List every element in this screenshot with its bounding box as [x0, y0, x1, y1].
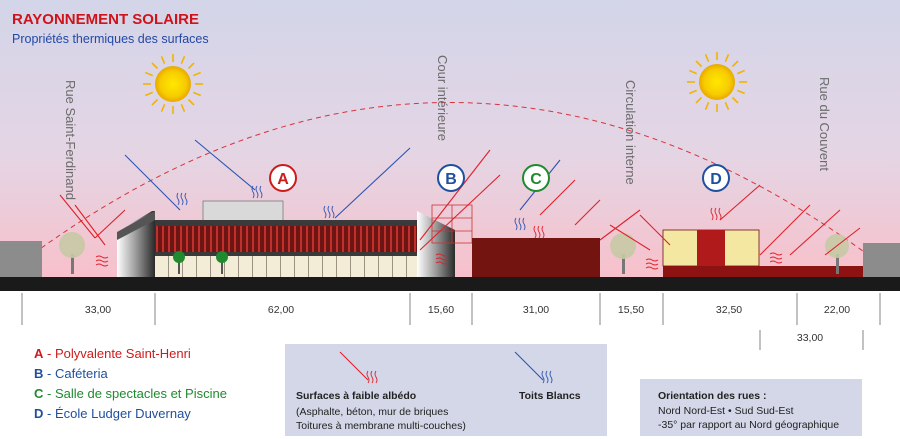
blue-ray-icon	[514, 351, 544, 381]
dimension-label: 22,00	[824, 304, 850, 316]
orientation-title: Orientation des rues :	[658, 390, 767, 402]
legend-sep: -	[43, 406, 55, 421]
svg-text:A - Polyvalente Saint-Henri: A - Polyvalente Saint-Henri	[34, 346, 191, 361]
svg-text:B - Caféteria: B - Caféteria	[34, 366, 108, 381]
diagram-subtitle: Propriétés thermiques des surfaces	[12, 32, 209, 46]
street-label-rue-du-couvent: Rue du Couvent	[817, 77, 832, 171]
neighbor-building-right	[863, 243, 900, 279]
legend-sep: -	[43, 366, 55, 381]
building-d	[662, 229, 863, 278]
legend-letter-d: D	[34, 406, 43, 421]
legend-letter-b: B	[34, 366, 43, 381]
orientation-line-2: -35° par rapport au Nord géographique	[658, 419, 839, 431]
legend-letter-c: C	[34, 386, 44, 401]
tree-icon	[173, 251, 185, 274]
white-roof-rays	[124, 139, 561, 219]
svg-text:D - École Ludger Duvernay: D - École Ludger Duvernay	[34, 406, 191, 421]
marker-c-letter: C	[530, 171, 542, 188]
building-a	[117, 200, 417, 277]
marker-b-letter: B	[445, 171, 457, 188]
dimension-label: 32,50	[716, 304, 742, 316]
building-b	[417, 204, 473, 277]
orientation-legend: Orientation des rues : Nord Nord-Est • S…	[640, 379, 862, 436]
ground-strip	[0, 277, 900, 291]
legend-name-a: Polyvalente Saint-Henri	[55, 346, 191, 361]
svg-text:C - Salle de spectacles et Pis: C - Salle de spectacles et Piscine	[34, 386, 227, 401]
tree-icon	[59, 232, 85, 274]
dimension-label: 31,00	[523, 304, 549, 316]
marker-c: C	[522, 164, 550, 192]
diagram-title: RAYONNEMENT SOLAIRE	[12, 11, 199, 28]
low-albedo-desc-1: (Asphalte, béton, mur de briques	[296, 406, 448, 418]
legend-name-b: Caféteria	[55, 366, 109, 381]
street-label-circulation-interne: Circulation interne	[623, 80, 638, 185]
marker-d: D	[702, 164, 730, 192]
low-albedo-rays	[59, 149, 861, 256]
legend-letter-a: A	[34, 346, 44, 361]
dimension-ticks	[21, 293, 881, 350]
tree-icon	[610, 233, 636, 274]
building-legend: A - Polyvalente Saint-Henri B - Caféteri…	[34, 346, 227, 421]
white-roofs-title: Toits Blancs	[519, 390, 581, 402]
sun-icon	[143, 54, 203, 114]
sun-path-arc	[4, 102, 896, 276]
building-c	[472, 238, 600, 278]
street-label-cour-interieure: Cour intérieure	[435, 55, 450, 141]
legend-sep: -	[43, 386, 55, 401]
legend-name-d: École Ludger Duvernay	[55, 406, 191, 421]
heat-wave-icon	[541, 370, 553, 384]
marker-a-letter: A	[277, 171, 289, 188]
neighbor-building-left	[0, 241, 42, 279]
low-albedo-desc-2: Toitures à membrane multi-couches)	[296, 420, 466, 432]
street-label-saint-ferdinand: Rue Saint-Ferdinand	[63, 80, 78, 200]
legend-sep: -	[43, 346, 55, 361]
orientation-line-1: Nord Nord-Est • Sud Sud-Est	[658, 405, 794, 417]
sun-icon	[687, 52, 747, 112]
marker-d-letter: D	[710, 171, 722, 188]
heat-wave-icon	[366, 370, 378, 384]
dimension-label: 33,00	[797, 332, 823, 344]
dimension-label: 15,60	[428, 304, 454, 316]
dimension-label: 62,00	[268, 304, 294, 316]
surfaces-legend: Surfaces à faible albédo (Asphalte, béto…	[285, 344, 607, 436]
dimension-label: 33,00	[85, 304, 111, 316]
red-ray-icon	[339, 351, 369, 381]
marker-a: A	[269, 164, 297, 192]
dimension-label: 15,50	[618, 304, 644, 316]
heat-waves	[95, 185, 783, 270]
tree-icon	[216, 251, 228, 274]
marker-b: B	[437, 164, 465, 192]
low-albedo-title: Surfaces à faible albédo	[296, 390, 416, 402]
legend-name-c: Salle de spectacles et Piscine	[55, 386, 227, 401]
